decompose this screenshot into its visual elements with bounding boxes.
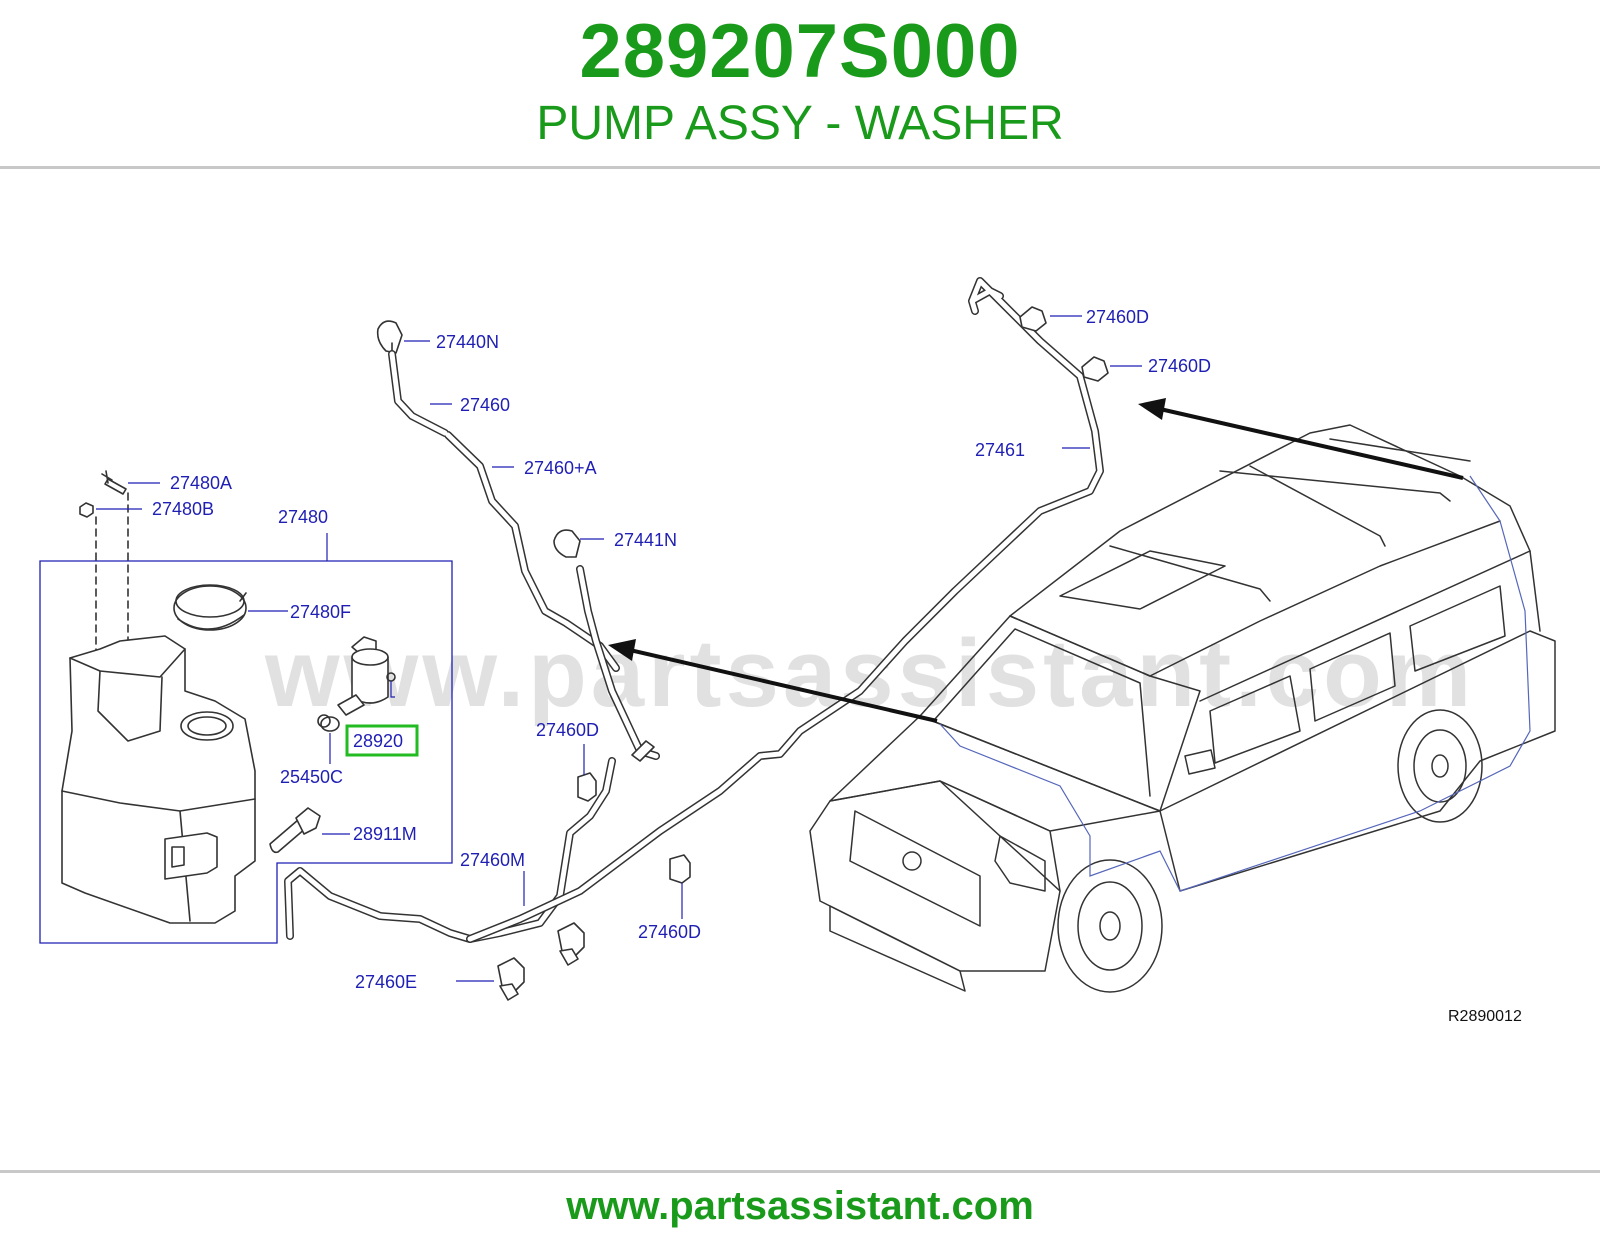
- rear-washer-hose-27461: [467, 278, 1103, 942]
- label-27460: 27460: [460, 395, 510, 415]
- parts-diagram: www.partsassistant.com: [39, 277, 1556, 1025]
- hose-clip-27460d-mid: [577, 772, 597, 802]
- label-27460m: 27460M: [460, 850, 525, 870]
- arrow-to-front-nozzle: [608, 639, 938, 723]
- reservoir-cap-27480f: [173, 584, 247, 631]
- label-25450c: 25450C: [280, 767, 343, 787]
- washer-hose-27460: [389, 351, 619, 671]
- label-27460d-top2: 27460D: [1148, 356, 1211, 376]
- label-27461: 27461: [975, 440, 1025, 460]
- washer-reservoir-tank: [61, 635, 256, 924]
- vehicle-suv-illustration: [809, 424, 1556, 993]
- label-27480: 27480: [278, 507, 328, 527]
- header: 289207S000 PUMP ASSY - WASHER: [0, 0, 1600, 168]
- reservoir-group-box: [39, 560, 453, 944]
- arrow-to-rear-nozzle: [1138, 398, 1464, 480]
- bolt-27480a: [101, 470, 129, 642]
- hose-clip-27460d-top1: [1019, 306, 1047, 332]
- washer-pump-28920: [337, 636, 396, 716]
- hose-clip-27460d-top2: [1081, 356, 1109, 382]
- hose-clip-27460e: [497, 922, 585, 1001]
- highlight-box-28920: [345, 724, 419, 757]
- hose-clip-27460d-low: [669, 854, 691, 884]
- label-27460d-mid: 27460D: [536, 720, 599, 740]
- part-number-title: 289207S000: [579, 9, 1021, 94]
- hose-connector: [631, 740, 655, 762]
- header-divider: [0, 166, 1600, 169]
- part-name-subtitle: PUMP ASSY - WASHER: [536, 97, 1064, 150]
- label-27480a: 27480A: [170, 473, 232, 493]
- level-sensor-28911m: [269, 807, 321, 854]
- label-27440n: 27440N: [436, 332, 499, 352]
- footer-website-link[interactable]: www.partsassistant.com: [566, 1184, 1034, 1228]
- watermark-text: www.partsassistant.com: [264, 620, 1475, 727]
- label-27460d-top1: 27460D: [1086, 307, 1149, 327]
- label-28920: 28920: [353, 731, 403, 751]
- label-27480b: 27480B: [152, 499, 214, 519]
- diagram-reference-code: R2890012: [1448, 1008, 1522, 1025]
- label-27480f: 27480F: [290, 602, 351, 622]
- footer-divider: [0, 1170, 1600, 1173]
- label-27460-plus-a: 27460+A: [524, 458, 597, 478]
- washer-nozzle-27441n: [553, 529, 581, 558]
- grommet-25450c: [317, 714, 340, 732]
- leader-28920: [390, 681, 395, 698]
- nut-27480b: [79, 502, 97, 662]
- label-27441n: 27441N: [614, 530, 677, 550]
- label-27460e: 27460E: [355, 972, 417, 992]
- label-27460d-low: 27460D: [638, 922, 701, 942]
- washer-nozzle-27440n: [376, 320, 403, 354]
- label-28911m: 28911M: [353, 824, 417, 844]
